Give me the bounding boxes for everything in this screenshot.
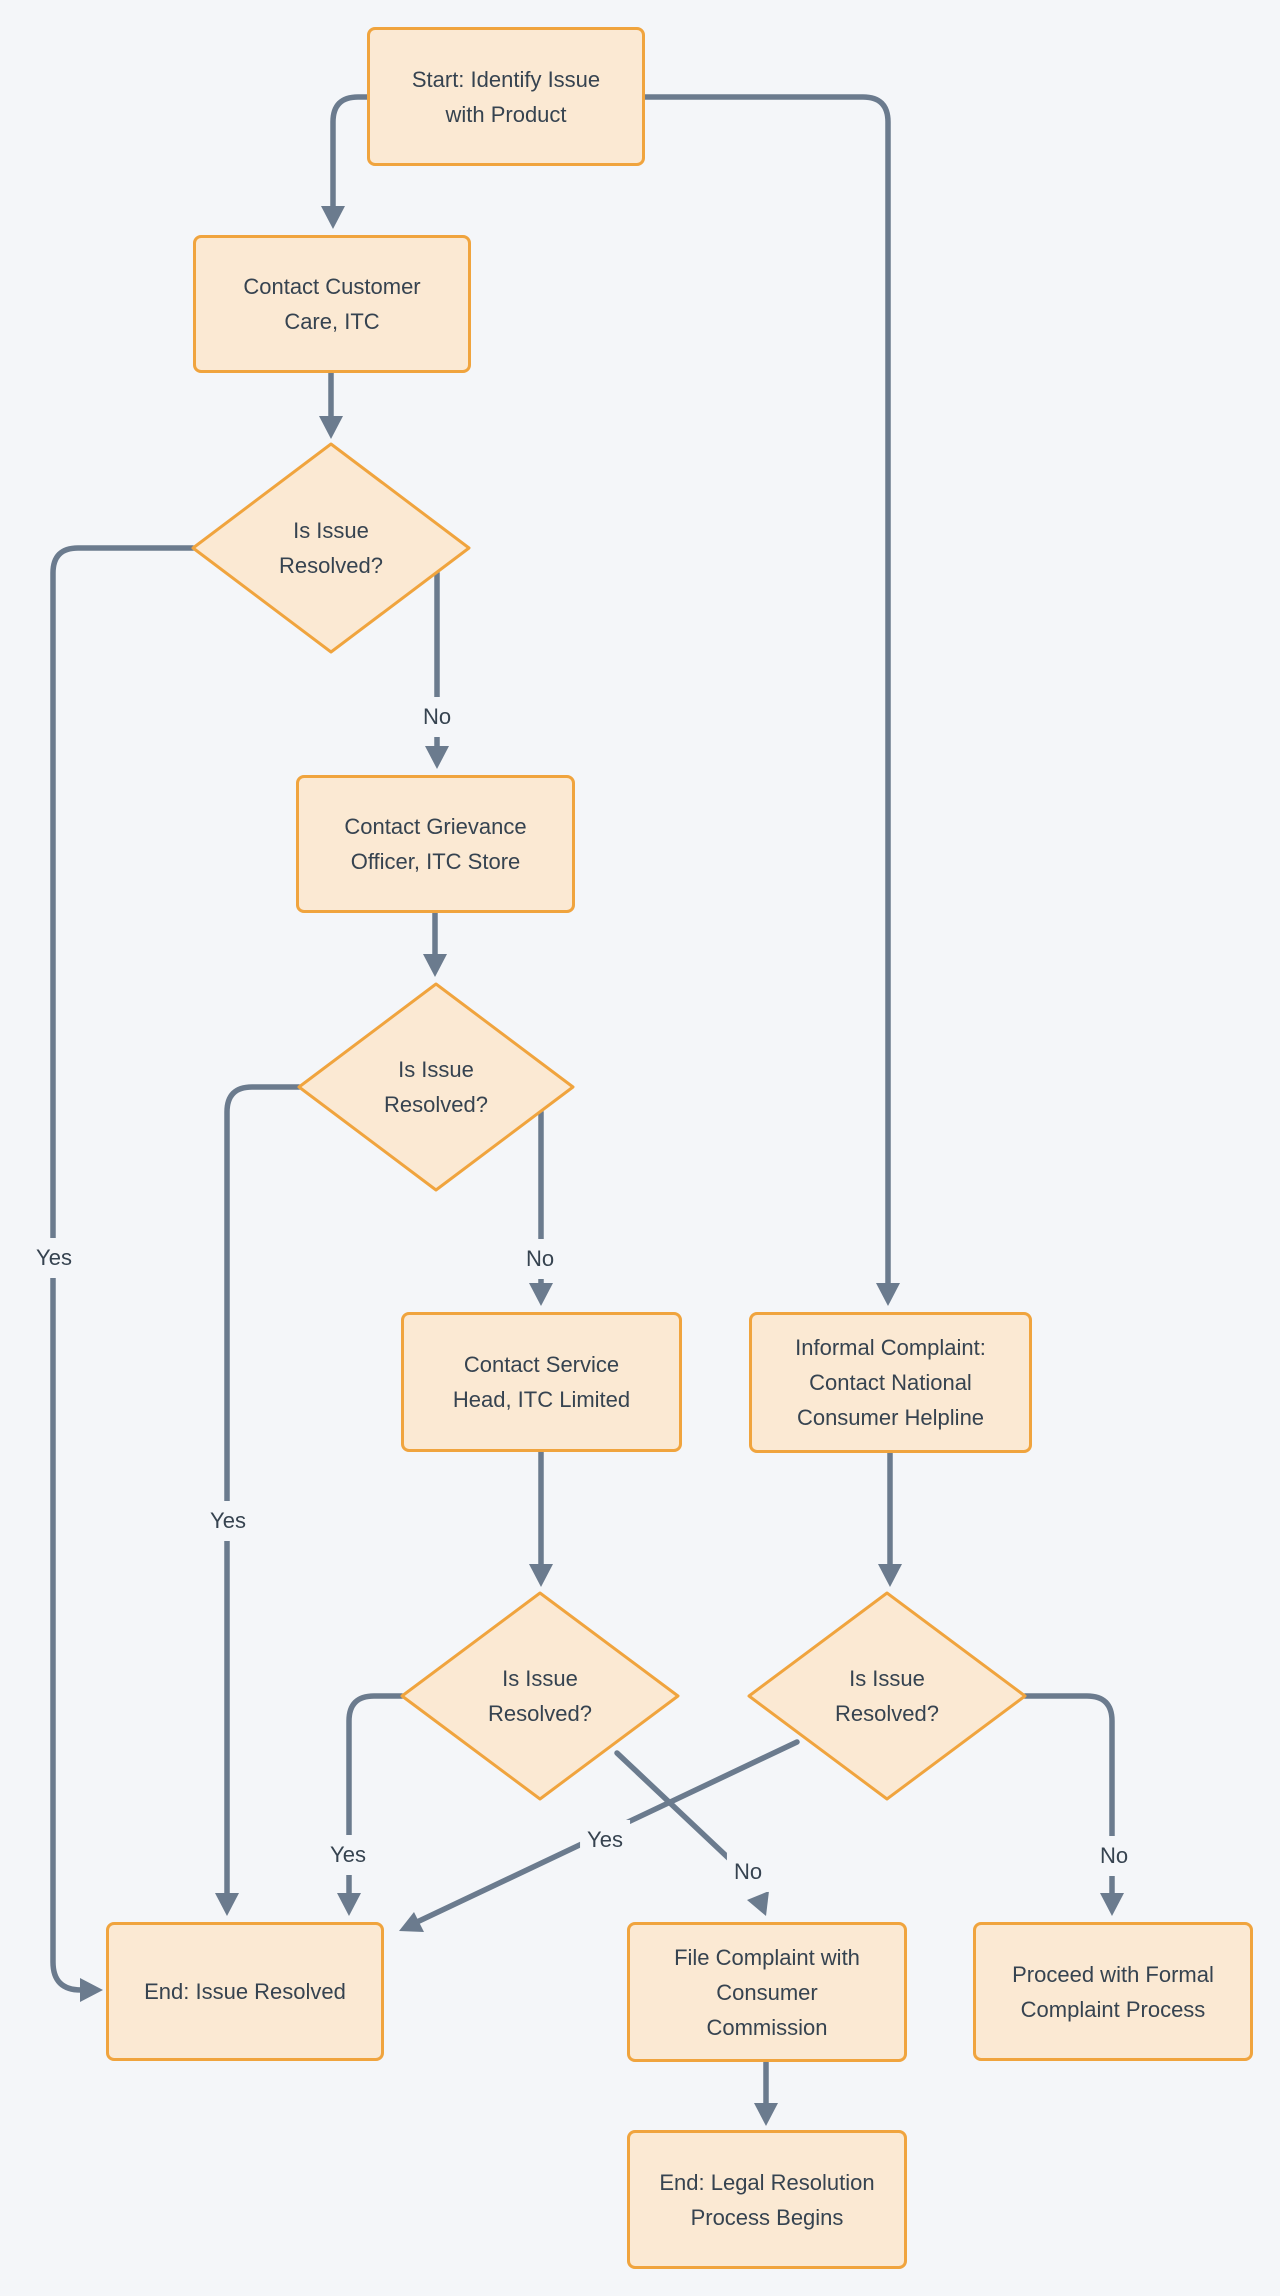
arrowhead-down-icon xyxy=(876,1283,900,1306)
node-contact-service-head: Contact Service Head, ITC Limited xyxy=(401,1312,682,1452)
edge-label-decision-2-yes: Yes xyxy=(203,1501,253,1541)
node-decision-3-shape xyxy=(400,1591,680,1801)
node-decision-1-label: Is Issue Resolved? xyxy=(279,518,383,578)
edge-decision-2-yes xyxy=(224,1084,302,1896)
arrowhead-down-left-icon xyxy=(399,1912,424,1932)
arrowhead-down-icon xyxy=(529,1564,553,1587)
node-end-legal-label: End: Legal Resolution Process Begins xyxy=(659,2169,875,2230)
node-decision-2-shape xyxy=(297,982,575,1192)
node-proceed-formal-label: Proceed with Formal Complaint Process xyxy=(1012,1961,1214,2022)
node-file-complaint: File Complaint with Consumer Commission xyxy=(627,1922,907,2062)
edge-label-decision-4-no: No xyxy=(1092,1836,1136,1876)
node-contact-customer-care-label: Contact Customer Care, ITC xyxy=(243,274,421,334)
node-proceed-formal: Proceed with Formal Complaint Process xyxy=(973,1922,1253,2061)
arrowhead-right-icon xyxy=(80,1978,103,2002)
node-contact-customer-care: Contact Customer Care, ITC xyxy=(193,235,471,373)
node-contact-grievance-officer-label: Contact Grievance Officer, ITC Store xyxy=(344,814,527,874)
node-decision-3-label: Is Issue Resolved? xyxy=(488,1666,592,1726)
node-end-legal: End: Legal Resolution Process Begins xyxy=(627,2130,907,2269)
node-informal-complaint-label: Informal Complaint: Contact National Con… xyxy=(795,1335,986,1430)
arrowhead-down-icon xyxy=(1100,1893,1124,1916)
arrowhead-down-icon xyxy=(319,416,343,439)
arrowhead-down-icon xyxy=(878,1564,902,1587)
arrowhead-down-icon xyxy=(425,746,449,769)
edge-start-to-customer-care xyxy=(330,94,370,209)
node-decision-1-shape xyxy=(191,442,471,654)
node-end-issue-resolved-label: End: Issue Resolved xyxy=(144,1979,346,2004)
arrowhead-down-icon xyxy=(321,206,345,229)
node-decision-4-shape xyxy=(747,1591,1027,1801)
arrowhead-down-icon xyxy=(754,2103,778,2126)
edge-label-decision-3-no: No xyxy=(726,1852,770,1892)
arrowhead-down-icon xyxy=(215,1893,239,1916)
node-file-complaint-label: File Complaint with Consumer Commission xyxy=(674,1944,860,2040)
edge-label-decision-3-yes: Yes xyxy=(323,1835,373,1875)
node-start-label: Start: Identify Issue with Product xyxy=(411,66,601,127)
edge-label-decision-1-yes: Yes xyxy=(29,1238,79,1278)
arrowhead-down-icon xyxy=(423,954,447,977)
edge-decision-3-yes xyxy=(346,1693,405,1896)
edge-decision-4-no xyxy=(1022,1693,1115,1896)
node-contact-grievance-officer: Contact Grievance Officer, ITC Store xyxy=(296,775,575,913)
edge-label-decision-1-no: No xyxy=(415,697,459,737)
node-contact-service-head-label: Contact Service Head, ITC Limited xyxy=(452,1352,631,1412)
node-decision-2-label: Is Issue Resolved? xyxy=(384,1057,488,1117)
node-informal-complaint: Informal Complaint: Contact National Con… xyxy=(749,1312,1032,1453)
edge-decision-1-yes xyxy=(50,545,196,1993)
edge-start-to-informal-complaint xyxy=(642,94,891,1286)
node-start: Start: Identify Issue with Product xyxy=(367,27,645,166)
edge-label-decision-2-no: No xyxy=(518,1239,562,1279)
node-end-issue-resolved: End: Issue Resolved xyxy=(106,1922,384,2061)
arrowhead-down-icon xyxy=(529,1283,553,1306)
arrowhead-down-icon xyxy=(747,1891,769,1916)
arrowhead-down-icon xyxy=(337,1893,361,1916)
edge-label-decision-4-yes: Yes xyxy=(580,1820,630,1860)
node-decision-4-label: Is Issue Resolved? xyxy=(835,1666,939,1726)
